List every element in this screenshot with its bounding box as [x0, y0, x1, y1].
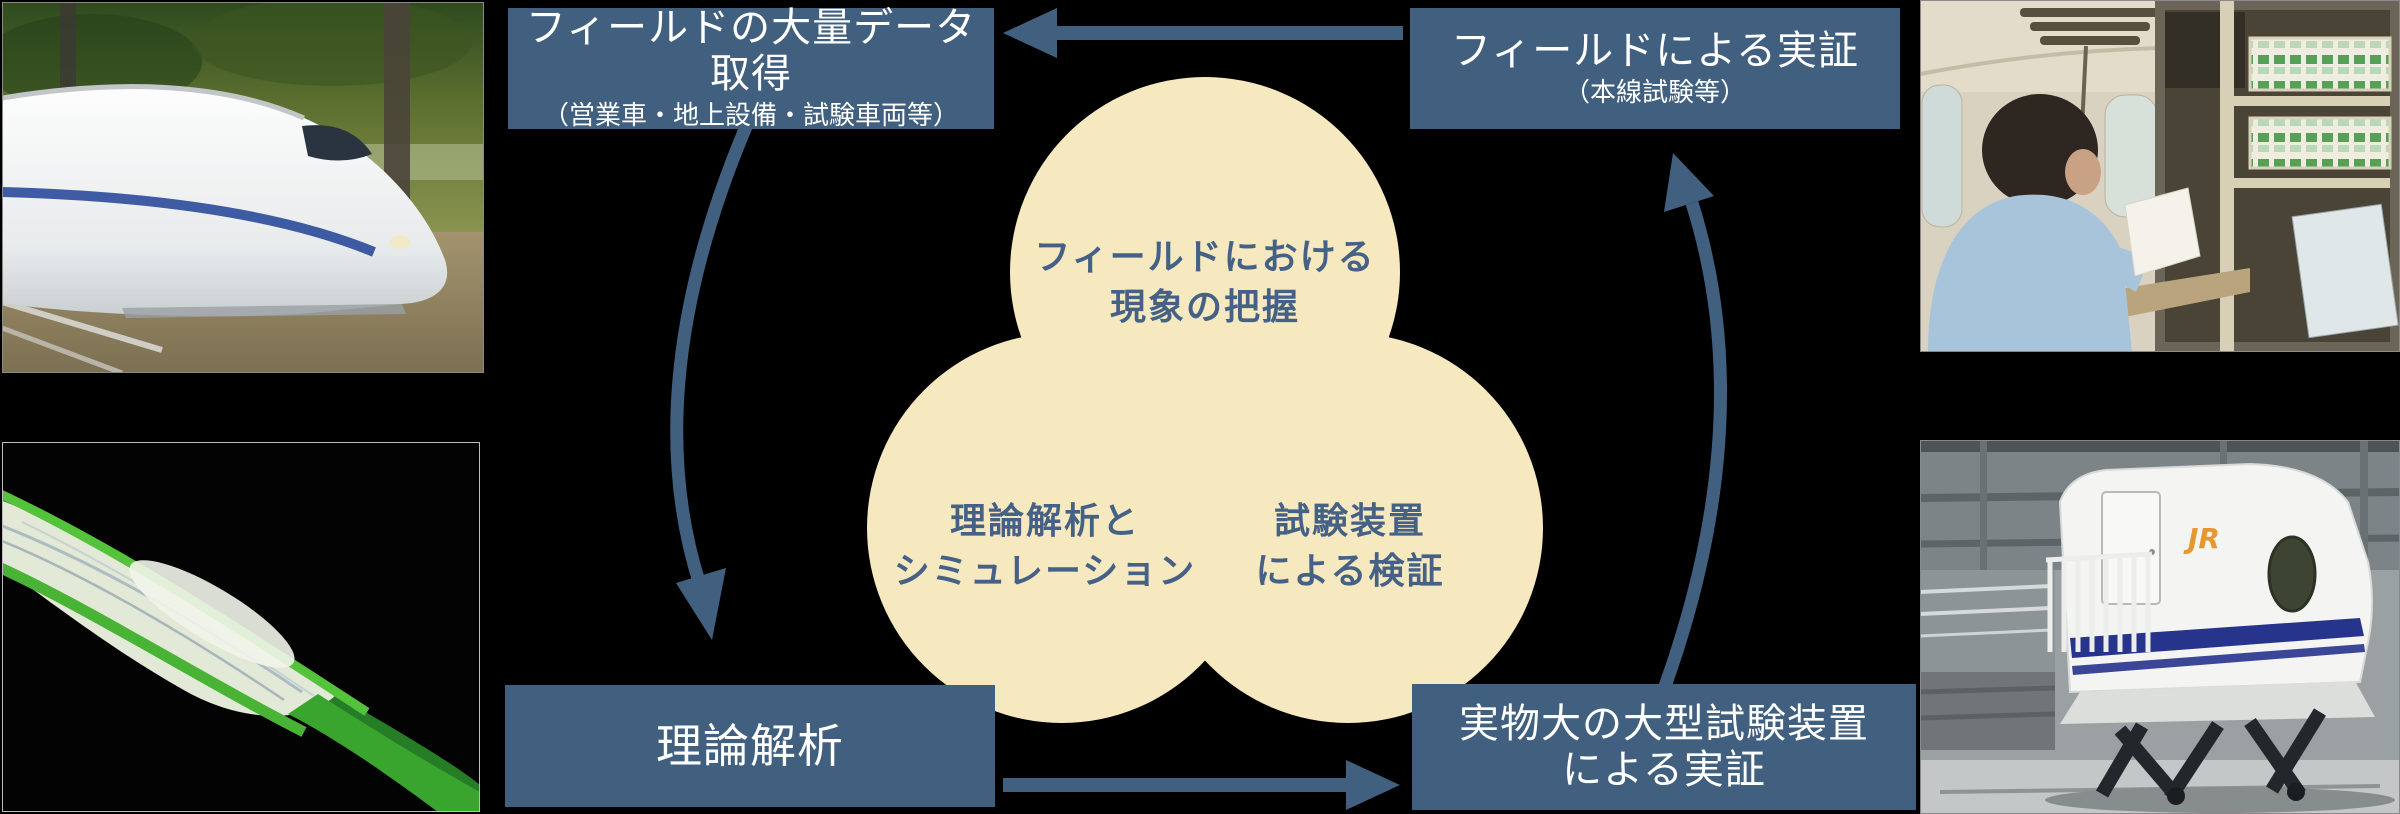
box-field-validation-title: フィールドによる実証 [1451, 27, 1859, 74]
cfd-streakline-2 [2, 539, 285, 702]
cab-nose-window [2267, 535, 2317, 613]
hexapod-actuators [2095, 708, 2326, 803]
mezzanine-slat [1920, 685, 2056, 695]
box-field-validation-subtitle: （本線試験等） [1563, 77, 1746, 108]
person-face [2065, 149, 2101, 195]
cfd-bottom-rim [2, 562, 307, 737]
photo-shinkansen-train [2, 2, 484, 373]
monitor-screen [2291, 203, 2399, 339]
photo-onboard-measurement [1920, 0, 2400, 352]
rail [2, 299, 163, 353]
cfd-tail [288, 694, 480, 812]
test-rig-illustration: JR [1920, 440, 2400, 814]
floor-shadow [2045, 787, 2395, 813]
rack-shelf-1 [2220, 96, 2390, 106]
arrow-top-leftward [1003, 8, 1403, 58]
cab-door [2101, 491, 2161, 605]
shinkansen-illustration [2, 2, 484, 373]
jr-logo: JR [2183, 522, 2220, 555]
mezzanine-rail-3 [1920, 628, 2053, 638]
box-field-data-acquisition: フィールドの大量データ取得 （営業車・地上設備・試験車両等） [508, 4, 994, 131]
measurement-module-row-2 [2248, 116, 2392, 170]
train-window-left [1921, 84, 1963, 228]
ceiling-vent-slat-1 [2020, 8, 2160, 17]
box-test-rig-validation-line2: による実証 [1562, 747, 1766, 793]
hall-beam-top [1920, 440, 2400, 452]
headlight [390, 235, 410, 249]
rack-shelf-2 [2220, 178, 2390, 188]
photo-frame [2, 442, 480, 812]
label-test-verification-line1: 試験装置 [1273, 501, 1426, 542]
label-field-phenomena: フィールドにおける 現象の把握 [1005, 233, 1405, 333]
label-test-verification-line2: による検証 [1255, 551, 1445, 592]
cab-blue-stripe [2070, 618, 2364, 658]
photo-cfd-simulation [2, 442, 480, 812]
photo-large-test-rig: JR [1920, 440, 2400, 814]
mezzanine-slat-2 [1920, 711, 2056, 721]
box-test-rig-validation: 実物大の大型試験装置 による実証 [1412, 684, 1916, 810]
paper-document [2124, 187, 2201, 277]
cfd-highlight-core [129, 560, 295, 668]
windshield [302, 125, 372, 161]
hall-post-3 [2360, 440, 2368, 570]
train-roofline [2, 84, 306, 121]
label-test-verification: 試験装置 による検証 [1150, 497, 1550, 597]
hall-post [1980, 440, 1987, 570]
onboard-measurement-illustration [1920, 0, 2400, 352]
deck-railing [2045, 551, 2153, 652]
box-field-data-subtitle: （営業車・地上設備・試験車両等） [542, 100, 959, 131]
label-field-phenomena-line2: 現象の把握 [1109, 287, 1300, 328]
measurement-module-row-1 [2248, 36, 2392, 92]
motion-platform-top [2060, 681, 2375, 724]
foliage-blur-2 [192, 2, 472, 86]
ceiling-vent-slat-3 [2040, 36, 2140, 45]
box-field-validation: フィールドによる実証 （本線試験等） [1410, 8, 1900, 129]
box-theoretical-analysis-title: 理論解析 [656, 718, 844, 773]
rack-strut [2220, 0, 2234, 352]
cfd-illustration [2, 442, 480, 812]
arrow-bottom-rightward [1003, 760, 1400, 810]
photo-frame [2, 2, 484, 373]
person-arm [2070, 245, 2148, 292]
ceiling-vent-slat-2 [2030, 22, 2150, 31]
box-field-data-title: フィールドの大量データ取得 [525, 4, 977, 97]
label-field-phenomena-line1: フィールドにおける [1034, 237, 1376, 278]
train-skirt [122, 304, 406, 318]
arrow-left-curve-down [670, 119, 754, 640]
box-theoretical-analysis: 理論解析 [505, 685, 995, 807]
mezzanine-lower [1920, 672, 2055, 750]
mezzanine-rail-2 [1920, 606, 2053, 616]
person-shirt [1928, 194, 2132, 352]
blue-stripe [2, 187, 376, 257]
cab-blue-stripe-thin [2072, 644, 2365, 675]
actuator-joint [2167, 787, 2185, 805]
box-test-rig-validation-line1: 実物大の大型試験装置 [1459, 701, 1869, 747]
rail-2 [2, 325, 123, 373]
actuator-joint-2 [2287, 783, 2305, 801]
mezzanine-rail-1 [1920, 584, 2053, 594]
arrow-right-curve-up [1653, 153, 1727, 703]
